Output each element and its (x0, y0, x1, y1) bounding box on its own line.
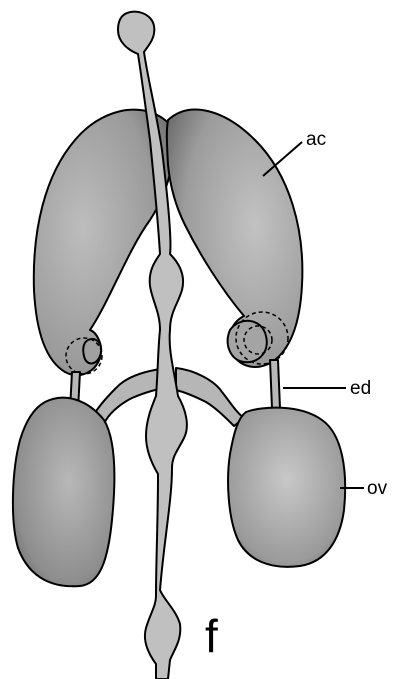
left-ovary (13, 398, 114, 587)
right-ejaculatory-duct (270, 360, 280, 408)
right-gland-coil (228, 321, 267, 362)
label-ac: ac (306, 129, 326, 150)
right-ovary (228, 408, 345, 567)
label-ov: ov (367, 478, 388, 499)
label-ed: ed (350, 378, 371, 399)
panel-letter: f (205, 610, 218, 662)
left-gland-coil (83, 339, 101, 364)
